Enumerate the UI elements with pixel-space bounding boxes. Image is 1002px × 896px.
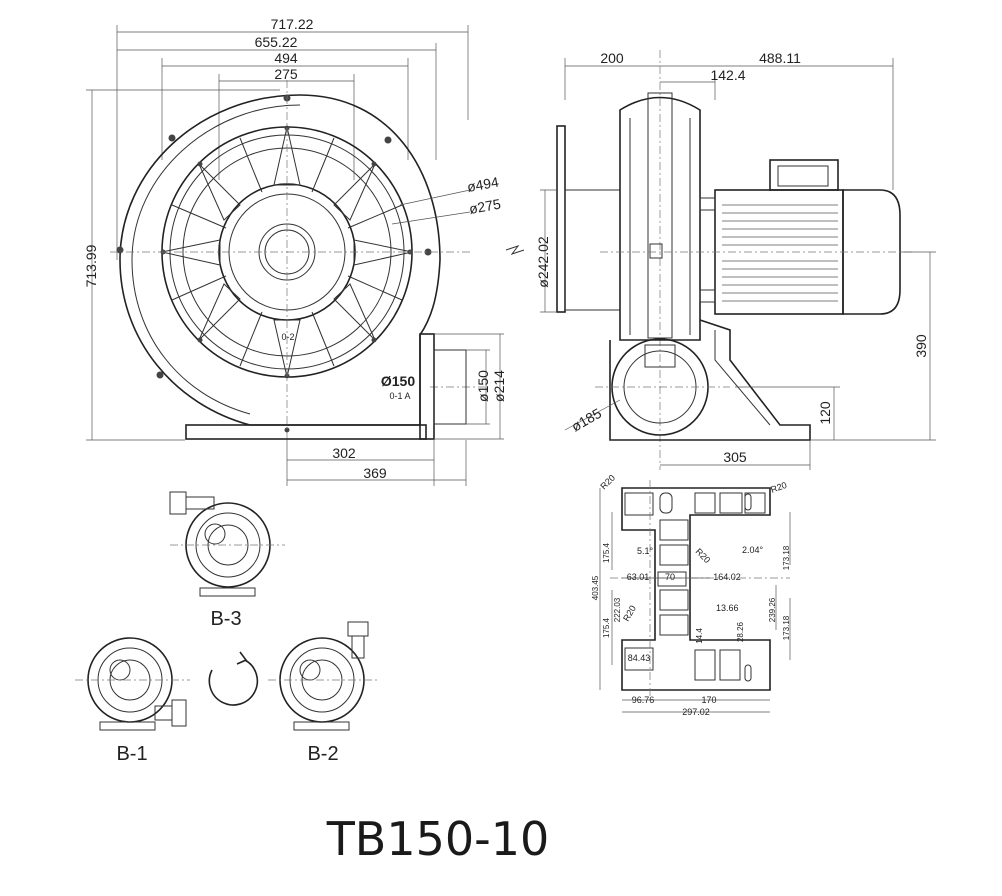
dim-14: 14.4 (695, 628, 704, 644)
front-height-dim: 713.99 (83, 89, 280, 441)
dim-302: 302 (332, 445, 356, 461)
outlet-flange-dia: ø185 (569, 405, 605, 435)
flange-dia: ø214 (491, 370, 507, 402)
dim-369: 369 (363, 465, 387, 481)
dim-28: 28.26 (736, 621, 745, 642)
radius-mid: R20 (694, 546, 713, 565)
rotation-arrowhead-icon (236, 651, 248, 665)
orientation-b1: B-1 (75, 637, 190, 765)
dim-173a: 173.18 (782, 545, 791, 570)
dim-142: 142.4 (710, 67, 745, 83)
dim-70: 70 (665, 572, 675, 582)
dim-175b: 175.4 (602, 617, 611, 638)
dim-275: 275 (274, 66, 298, 82)
dim-390: 390 (913, 334, 929, 358)
orientation-b1-label: B-1 (116, 743, 147, 765)
dim-305: 305 (723, 449, 747, 465)
hub-mark: 0-2 (281, 332, 294, 342)
front-width-dims: 717.22 655.22 494 275 (116, 16, 469, 260)
dim-13: 13.66 (716, 603, 739, 613)
dim-655: 655.22 (255, 34, 298, 50)
dim-494: 494 (274, 50, 298, 66)
dim-120: 120 (817, 401, 833, 425)
motor (600, 159, 915, 315)
radius-tl: R20 (598, 473, 617, 492)
front-view: 717.22 655.22 494 275 713.99 (83, 16, 507, 486)
radius-tr: R20 (769, 480, 788, 495)
orientation-b2: B-2 (268, 621, 380, 765)
dim-488: 488.11 (759, 50, 801, 66)
dim-170: 170 (701, 695, 716, 705)
orientation-b3-label: B-3 (210, 608, 241, 630)
outlet-ref: 0-1 A (389, 391, 410, 401)
outlet-dia: ø150 (475, 370, 491, 402)
angle-left: 5.1° (637, 546, 654, 556)
front-housing: ø150 ø214 Ø150 0-1 A 0-2 ø494 ø275 302 3… (110, 80, 507, 486)
inlet-dia: ø242.02 (535, 236, 551, 288)
dim-403: 403.45 (591, 575, 600, 600)
rotation-arrow-icon (208, 659, 259, 706)
dim-84: 84.43 (628, 653, 651, 663)
dim-173b: 173.18 (782, 615, 791, 640)
dia-275: ø275 (468, 196, 502, 217)
dim-63: 63.01 (627, 572, 650, 582)
dim-239: 239.26 (768, 597, 777, 622)
dim-297: 297.02 (682, 707, 710, 717)
dim-222: 222.03 (613, 597, 622, 622)
dim-717: 717.22 (271, 16, 314, 32)
angle-right: 2.04° (742, 545, 764, 555)
dim-96: 96.76 (632, 695, 655, 705)
orientation-b3: B-3 (169, 491, 285, 630)
side-view: 200 488.11 142.4 ø242.02 (505, 50, 936, 470)
dim-164: 164.02 (713, 572, 741, 582)
radius-bl: R20 (621, 604, 638, 623)
dia-494: ø494 (466, 174, 500, 195)
model-title: TB150-10 (326, 812, 550, 866)
orientation-b2-label: B-2 (307, 743, 338, 765)
dim-175a: 175.4 (602, 542, 611, 563)
dim-200: 200 (600, 50, 624, 66)
base-plate-view: R20 R20 R20 R20 5.1° 2.04° 175.4 403.45 … (591, 473, 791, 717)
side-top-dims: 200 488.11 142.4 (564, 50, 894, 470)
dim-713: 713.99 (83, 244, 99, 287)
outlet-label: Ø150 (381, 373, 415, 389)
